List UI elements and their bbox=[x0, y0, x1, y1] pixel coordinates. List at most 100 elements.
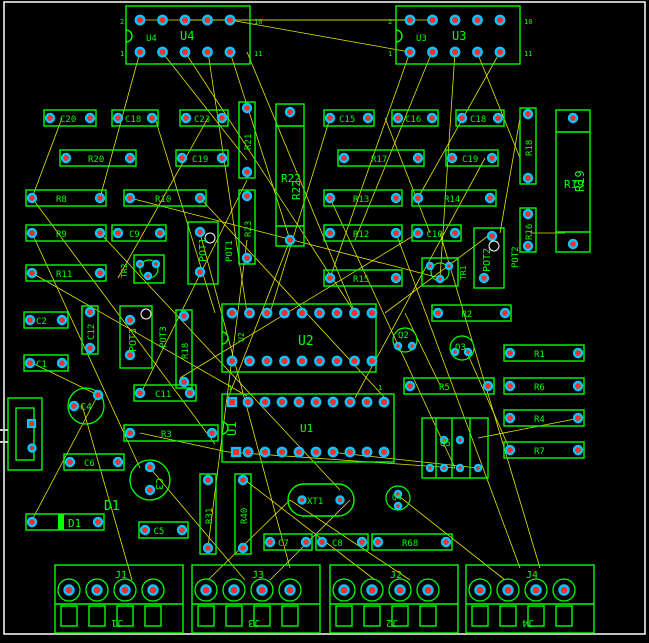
part-v-r31-6[interactable]: R31 bbox=[199, 473, 217, 555]
r12-label: R12 bbox=[353, 230, 369, 240]
part-r11[interactable]: R11 bbox=[25, 264, 107, 282]
r15-label: R15 bbox=[353, 275, 369, 285]
part-v-r21-0[interactable]: R21 bbox=[238, 101, 256, 179]
crystal-xt1[interactable]: XT1 bbox=[287, 483, 355, 517]
r11-label: R11 bbox=[56, 270, 72, 280]
trimmer-tr2[interactable]: TR2 bbox=[120, 254, 165, 284]
q3-label: Q3 bbox=[455, 343, 466, 353]
c11-label: C11 bbox=[155, 390, 171, 400]
q4-label: Q4 bbox=[392, 493, 402, 502]
part-c19a[interactable]: C19 bbox=[175, 149, 229, 167]
part-c19b[interactable]: C19 bbox=[445, 149, 499, 167]
c12-vlabel: C12 bbox=[87, 324, 97, 340]
trimmer-tr1[interactable]: TR1 bbox=[421, 257, 468, 287]
part-r68[interactable]: R68 bbox=[371, 533, 453, 551]
part-v-r18-2[interactable]: R18 bbox=[519, 107, 537, 185]
part-r9[interactable]: R9 bbox=[25, 224, 107, 242]
transistor-q2[interactable]: Q2 bbox=[392, 327, 418, 353]
xt1-label: XT1 bbox=[307, 497, 323, 507]
part-v-c12-4[interactable]: C12 bbox=[81, 305, 99, 355]
ic-u2[interactable]: U2 U2 bbox=[221, 303, 378, 373]
part-r4[interactable]: R4 bbox=[503, 409, 585, 427]
r7-label: R7 bbox=[534, 447, 545, 457]
part-c1[interactable]: C1 bbox=[23, 354, 69, 372]
ic-u4[interactable]: U4 U4 2 10 1 11 bbox=[120, 5, 262, 65]
capacitor-c3[interactable]: C3 bbox=[129, 459, 171, 501]
tr1-label: TR1 bbox=[459, 265, 468, 280]
r3-label: R3 bbox=[161, 430, 172, 440]
ic-u1[interactable]: U1 U1 1 1 bbox=[221, 384, 395, 463]
part-r7[interactable]: R7 bbox=[503, 441, 585, 459]
edge-connector[interactable] bbox=[0, 397, 43, 471]
part-r8[interactable]: R8 bbox=[25, 189, 107, 207]
part-v-r18-5[interactable]: R18 bbox=[175, 309, 193, 389]
capacitor-c4[interactable]: C4 bbox=[67, 387, 105, 425]
part-r5[interactable]: R5 bbox=[403, 377, 495, 395]
part-c15[interactable]: C15 bbox=[323, 109, 375, 127]
q2-label: Q2 bbox=[398, 331, 409, 341]
transistor-q5-array[interactable]: Q5 bbox=[421, 417, 489, 479]
part-c7[interactable]: C7 bbox=[263, 533, 313, 551]
part-c23[interactable]: C23 bbox=[179, 109, 229, 127]
ic-u3[interactable]: U3 U3 2 10 1 11 bbox=[388, 5, 532, 65]
pot3-ref: POT3 bbox=[159, 326, 169, 348]
pot-pot1[interactable]: POT1 POT1 bbox=[187, 221, 235, 285]
part-c5[interactable]: C5 bbox=[138, 521, 189, 539]
part-c20[interactable]: C20 bbox=[43, 109, 97, 127]
tr2-label: TR2 bbox=[120, 263, 129, 278]
part-r3[interactable]: R3 bbox=[123, 424, 219, 442]
pot-pot3[interactable]: POT3 POT3 bbox=[119, 305, 169, 369]
diode-d1[interactable]: D1 D1 bbox=[25, 499, 120, 531]
j3-label: J3 bbox=[252, 570, 264, 581]
pot-pot2[interactable]: POT2 POT2 bbox=[473, 227, 521, 289]
transistor-q3[interactable]: Q3 bbox=[449, 335, 475, 361]
u3-pin11: 11 bbox=[524, 50, 532, 58]
part-r14[interactable]: R14 bbox=[411, 189, 497, 207]
r6-label: R6 bbox=[534, 383, 545, 393]
d1-body-label: D1 bbox=[68, 517, 81, 530]
part-r1[interactable]: R1 bbox=[503, 344, 585, 362]
part-c2[interactable]: C2 bbox=[23, 311, 69, 329]
part-r12[interactable]: R12 bbox=[323, 224, 403, 242]
c1-label: C1 bbox=[36, 360, 47, 370]
part-c11[interactable]: C11 bbox=[133, 384, 197, 402]
c9-label: C9 bbox=[129, 230, 140, 240]
part-c8[interactable]: C8 bbox=[315, 533, 369, 551]
part-c18a[interactable]: C18 bbox=[111, 109, 159, 127]
part-r20[interactable]: R20 bbox=[59, 149, 137, 167]
transistor-q4[interactable]: Q4 bbox=[385, 485, 411, 511]
r4-label: R4 bbox=[534, 415, 545, 425]
r23-vlabel: R23 bbox=[244, 221, 254, 237]
part-c9[interactable]: C9 bbox=[111, 224, 167, 242]
part-v-r16-3[interactable]: R16 bbox=[519, 207, 537, 253]
part-r15[interactable]: R15 bbox=[323, 269, 403, 287]
r14-label: R14 bbox=[444, 195, 460, 205]
part-r2[interactable]: R2 bbox=[431, 304, 512, 322]
u4-label: U4 bbox=[180, 29, 194, 43]
part-r13[interactable]: R13 bbox=[323, 189, 403, 207]
r5-label: R5 bbox=[439, 383, 450, 393]
r1-label: R1 bbox=[534, 350, 545, 360]
q5-label: Q5 bbox=[440, 439, 451, 449]
part-r10[interactable]: R10 bbox=[123, 189, 207, 207]
part-c16[interactable]: C16 bbox=[391, 109, 439, 127]
c15-label: C15 bbox=[339, 115, 355, 125]
part-v-r40-7[interactable]: R40 bbox=[234, 473, 252, 555]
part-r17[interactable]: R17 bbox=[337, 149, 425, 167]
resistor-r22[interactable]: R22 R22 bbox=[275, 103, 305, 247]
part-v-r23-1[interactable]: R23 bbox=[238, 189, 256, 265]
part-c6[interactable]: C6 bbox=[63, 453, 125, 471]
u4-pin11: 11 bbox=[254, 50, 262, 58]
part-c18b[interactable]: C18 bbox=[455, 109, 505, 127]
resistor-r19[interactable]: R19 R19 bbox=[555, 109, 591, 253]
j1-label: J1 bbox=[115, 570, 127, 581]
part-c10[interactable]: C10 bbox=[411, 224, 462, 242]
u2-small-label: U2 bbox=[237, 332, 246, 342]
part-r6[interactable]: R6 bbox=[503, 377, 585, 395]
